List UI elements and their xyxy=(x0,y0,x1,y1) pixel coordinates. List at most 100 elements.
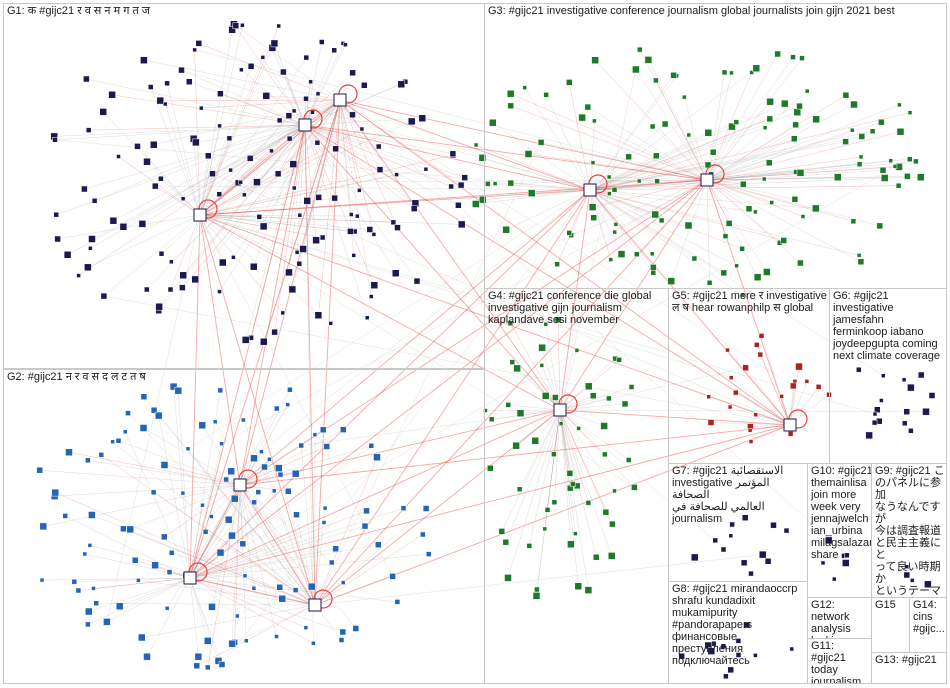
node xyxy=(242,192,247,198)
edge xyxy=(189,577,219,661)
edge xyxy=(207,484,241,668)
node xyxy=(457,181,465,189)
node xyxy=(753,653,758,658)
edge xyxy=(706,119,817,181)
node xyxy=(644,56,653,64)
edge xyxy=(706,176,908,181)
edge xyxy=(482,189,591,200)
node xyxy=(331,194,338,202)
node xyxy=(761,176,767,182)
group-label-g5: G5: #gijc21 more र investigative ल ष hea… xyxy=(672,290,827,314)
edge xyxy=(88,124,306,131)
edge xyxy=(84,124,306,190)
edge xyxy=(233,99,341,258)
node xyxy=(783,527,790,534)
node xyxy=(507,102,514,110)
node xyxy=(331,47,337,54)
node xyxy=(179,284,186,291)
edge xyxy=(158,415,191,579)
node xyxy=(308,79,313,85)
node xyxy=(143,652,151,661)
edge xyxy=(592,179,708,208)
node xyxy=(99,108,107,116)
node xyxy=(602,451,608,458)
node xyxy=(116,154,121,159)
edge xyxy=(547,409,561,510)
edge xyxy=(571,179,708,236)
node xyxy=(634,251,640,257)
node xyxy=(488,416,495,423)
node xyxy=(670,72,677,79)
group-label-g14: G14: cins #gijc... xyxy=(913,599,945,635)
node xyxy=(924,580,932,589)
node xyxy=(720,643,727,650)
edge xyxy=(639,49,708,181)
node xyxy=(566,230,572,236)
node xyxy=(895,182,902,189)
node xyxy=(228,531,236,540)
node xyxy=(512,441,520,450)
edge xyxy=(199,214,300,264)
edge xyxy=(230,124,306,171)
node xyxy=(729,521,735,528)
edge xyxy=(559,409,635,488)
edge xyxy=(239,484,357,629)
node xyxy=(299,245,307,253)
edge xyxy=(221,179,708,444)
node xyxy=(748,570,754,577)
node xyxy=(774,50,781,58)
edge xyxy=(239,484,332,563)
node xyxy=(636,178,642,184)
node xyxy=(728,533,734,539)
node xyxy=(765,159,773,167)
edge xyxy=(235,25,341,101)
edge xyxy=(187,189,591,450)
node xyxy=(217,387,224,394)
node xyxy=(298,442,304,449)
edge xyxy=(589,103,785,191)
node xyxy=(214,657,223,665)
inter-group-edge xyxy=(189,214,201,579)
edge xyxy=(505,189,591,230)
edge xyxy=(524,87,591,191)
node xyxy=(558,421,564,426)
group-panel-g11: G11: #gijc21 today journalism... xyxy=(807,638,872,684)
edge xyxy=(199,214,260,218)
edge xyxy=(141,604,316,638)
node xyxy=(343,42,348,47)
inter-group-edge xyxy=(559,189,591,411)
edge xyxy=(262,57,306,126)
edge xyxy=(194,49,201,216)
node xyxy=(606,174,612,180)
edge xyxy=(220,93,306,126)
node xyxy=(256,214,263,220)
group-label-g2: G2: #gijc21 न र व स द ल ट त ष xyxy=(7,371,146,383)
edge xyxy=(39,469,241,486)
hub-node xyxy=(183,571,197,585)
node xyxy=(332,545,339,553)
node xyxy=(592,118,597,124)
edge xyxy=(304,124,426,170)
edge xyxy=(171,552,316,606)
edge xyxy=(745,367,791,426)
node xyxy=(592,553,600,561)
edge xyxy=(155,185,591,191)
edge xyxy=(589,189,737,267)
edge xyxy=(118,156,201,216)
edge xyxy=(239,484,277,637)
node xyxy=(371,232,377,237)
edge xyxy=(760,354,791,426)
node xyxy=(260,337,268,346)
node xyxy=(85,607,93,616)
edge xyxy=(199,214,358,217)
node xyxy=(274,634,279,639)
edge xyxy=(789,381,808,426)
edge xyxy=(239,473,296,486)
node xyxy=(457,220,466,229)
edge xyxy=(730,406,791,426)
node xyxy=(733,389,739,396)
node xyxy=(280,68,287,76)
node xyxy=(780,237,787,244)
node xyxy=(779,394,784,399)
node xyxy=(574,582,583,590)
